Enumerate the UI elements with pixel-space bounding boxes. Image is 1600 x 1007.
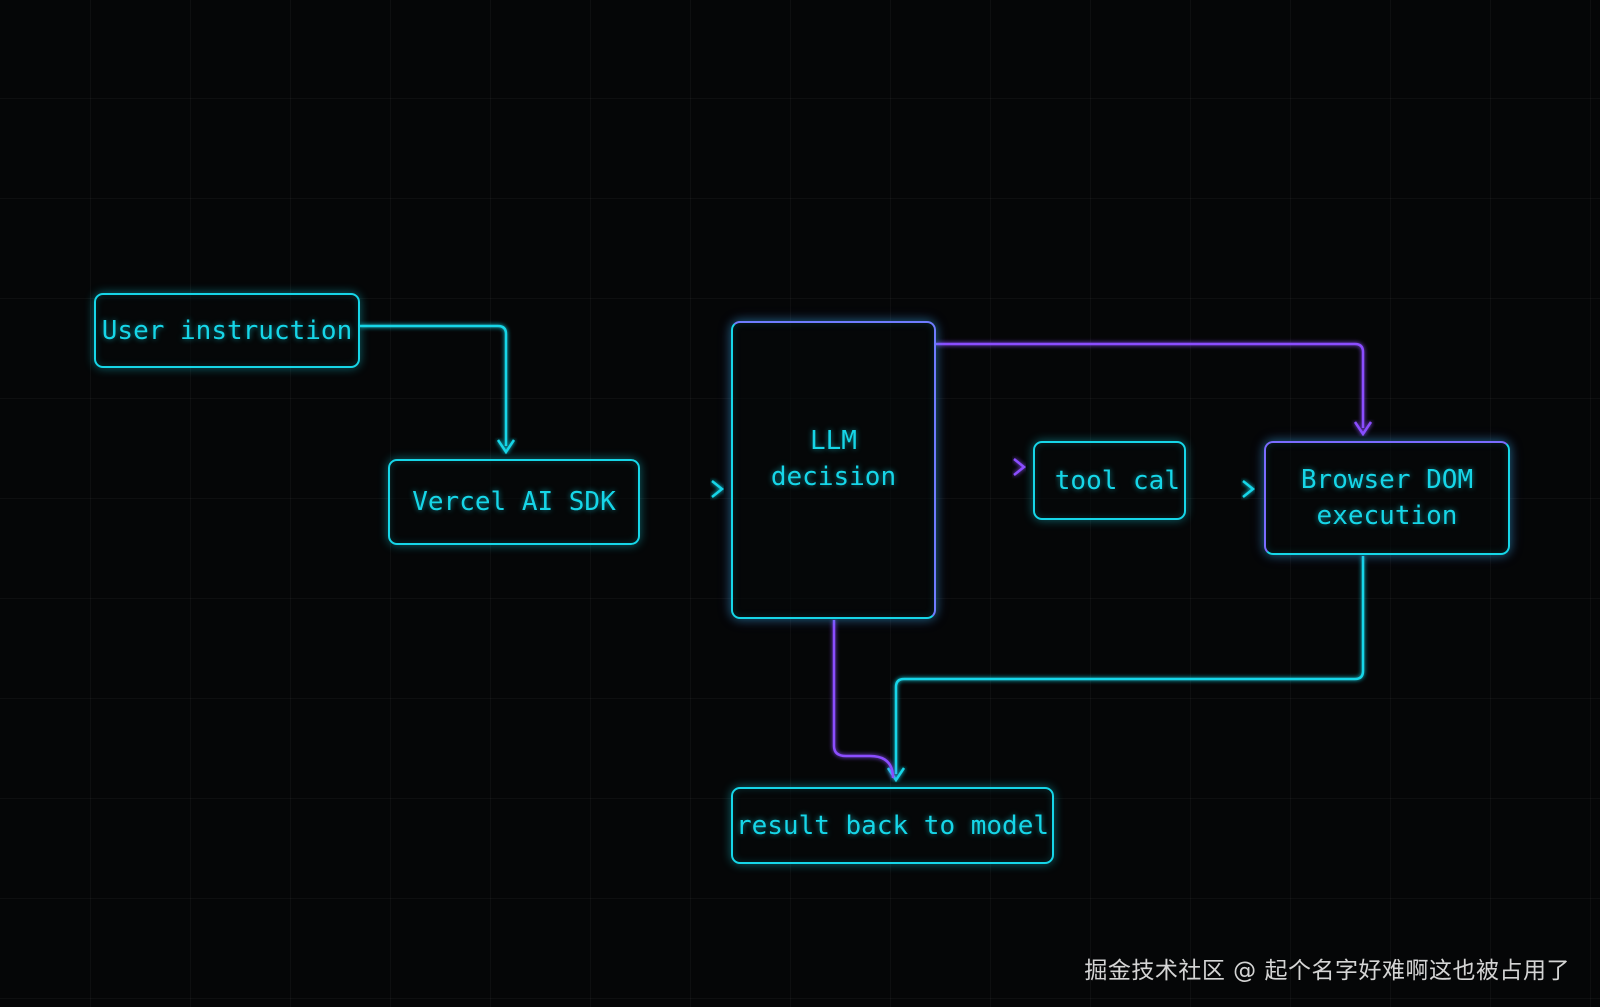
result-back-to-model-label: result back to model	[735, 810, 1050, 841]
vercel-ai-sdk-node: Vercel AI SDK	[388, 459, 640, 545]
tool-call-node: tool cal	[1033, 441, 1186, 520]
user-instruction-label: User instruction	[101, 315, 353, 346]
result-back-to-model-node: result back to model	[731, 787, 1054, 864]
user-instruction-node: User instruction	[94, 293, 360, 368]
arrow-browser-to-result	[894, 556, 1365, 774]
arrowhead-sdk-to-llm	[711, 480, 725, 498]
arrow-llm-to-result	[832, 620, 895, 779]
llm-decision-node: LLM decision	[731, 321, 936, 619]
arrowhead-llm-to-tool	[1013, 458, 1027, 476]
arrowhead-browser-to-result	[886, 767, 906, 783]
tool-call-label: tool cal	[1054, 465, 1180, 496]
arrow-llm-to-browser-bypass	[936, 342, 1365, 428]
browser-dom-execution-node: Browser DOM execution	[1264, 441, 1510, 555]
browser-dom-execution-label: Browser DOM execution	[1300, 465, 1474, 531]
vercel-ai-sdk-label: Vercel AI SDK	[412, 487, 616, 517]
arrow-user-to-sdk	[360, 324, 508, 446]
watermark-text: 掘金技术社区 @ 起个名字好难啊这也被占用了	[1084, 958, 1570, 984]
arrowhead-tool-to-browser	[1242, 480, 1256, 498]
arrowhead-llm-to-browser-bypass	[1353, 421, 1373, 437]
arrowhead-user-to-sdk	[496, 439, 516, 455]
llm-decision-label: LLM decision	[770, 426, 897, 492]
